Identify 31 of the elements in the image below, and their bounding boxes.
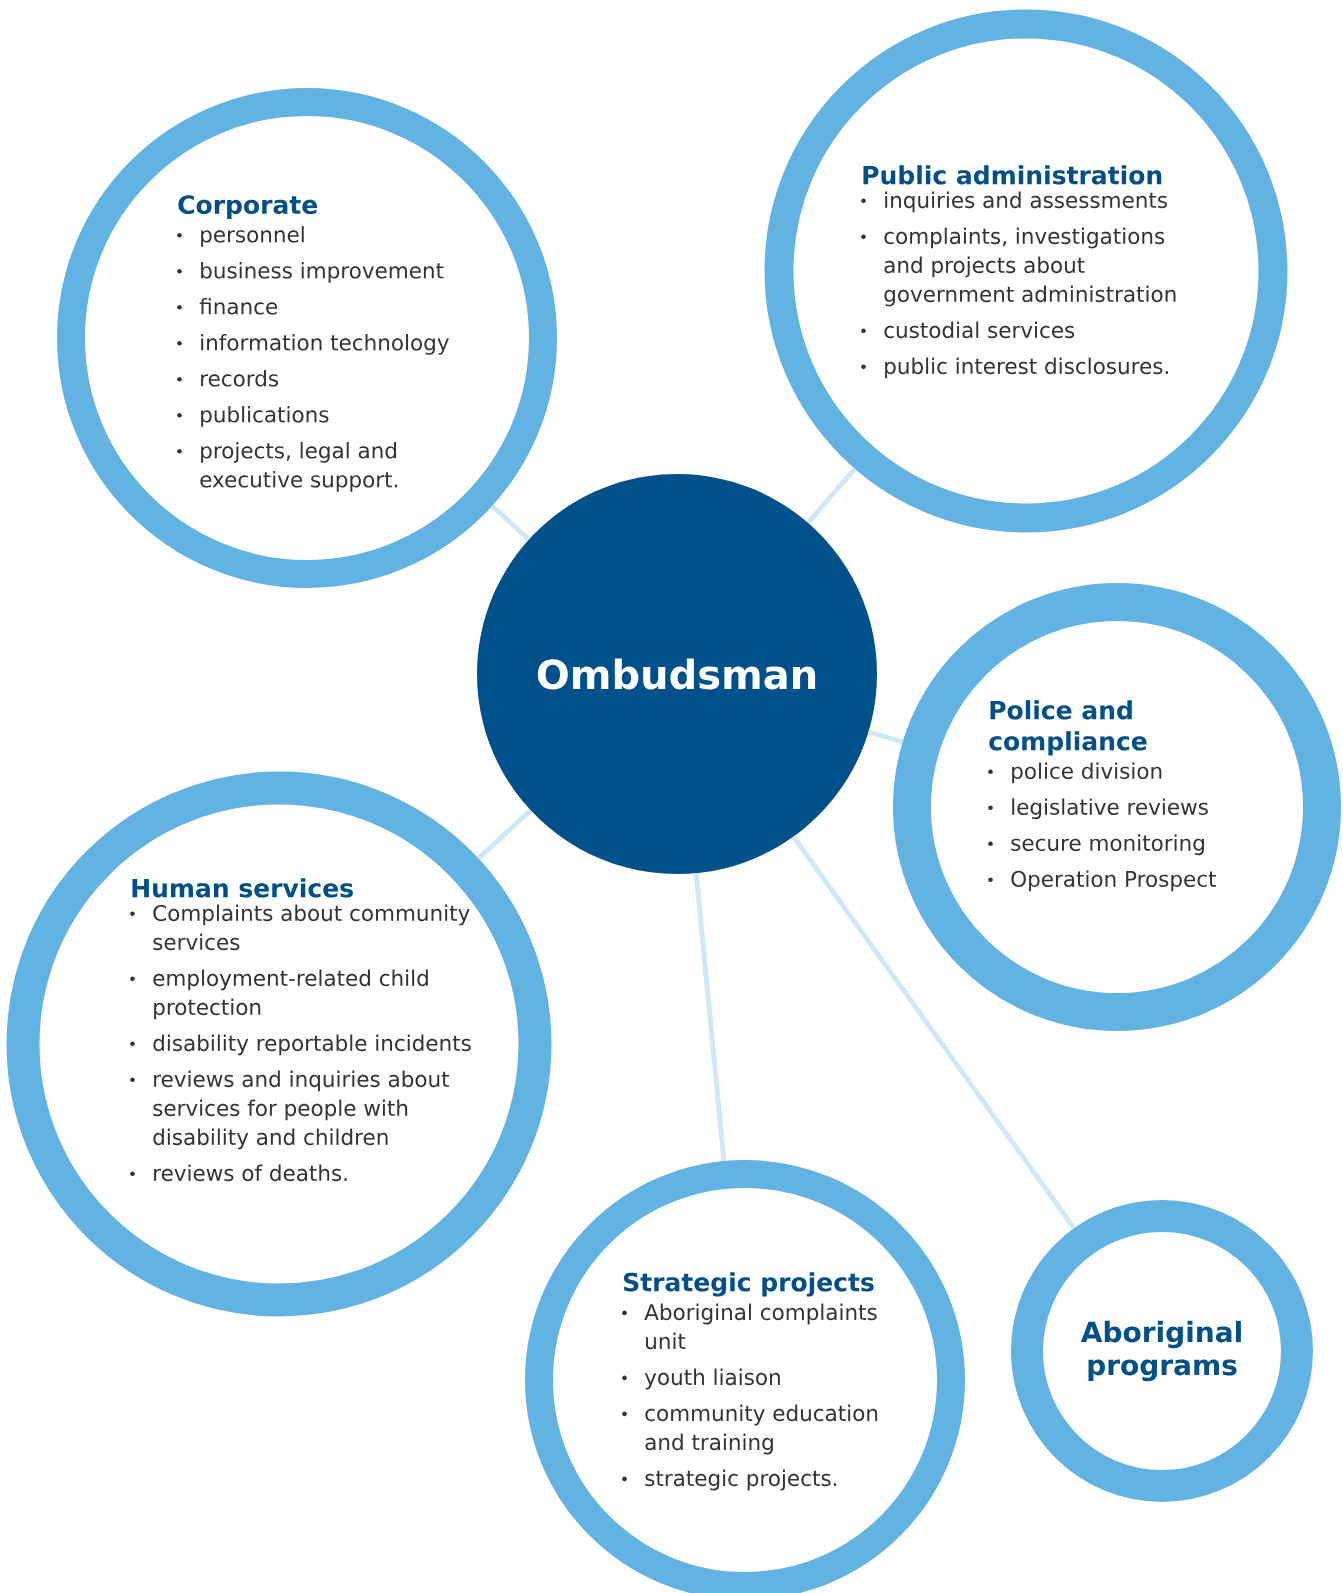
list-item: youth liaison <box>622 1368 780 1390</box>
list-item: reviews of deaths. <box>130 1164 347 1182</box>
list-item: disability reportable incidents <box>130 1034 471 1056</box>
connector-line <box>476 808 533 861</box>
list-item: strategic projects. <box>622 1469 837 1491</box>
list-item: legislative reviews <box>988 798 1208 820</box>
circle-heading: Strategic projects <box>624 1272 874 1297</box>
circle-heading: Human services <box>132 878 353 898</box>
list-item: finance <box>177 297 278 315</box>
list-item: secure monitoring <box>988 834 1204 856</box>
connector-line <box>791 835 1077 1230</box>
list-item: custodial services <box>861 321 1075 339</box>
hub-title: Ombudsman <box>537 658 816 690</box>
list-item: records <box>177 369 279 387</box>
list-item: information technology <box>177 333 449 355</box>
list-item: inquiries and assessments <box>861 191 1167 213</box>
list-item: police division <box>988 762 1162 784</box>
connector-line <box>693 873 727 1162</box>
circle-heading: Police and compliance <box>989 700 1147 756</box>
list-item: public interest disclosures. <box>861 357 1168 379</box>
circle-heading: Corporate <box>178 195 317 219</box>
circle-heading: Public administration <box>863 165 1162 185</box>
connector-line <box>490 504 531 542</box>
circle-heading: Aboriginal programs <box>1080 1320 1241 1382</box>
connector-line <box>867 729 904 745</box>
list-item: publications <box>177 405 329 427</box>
list-item: personnel <box>177 225 304 247</box>
list-item: Operation Prospect <box>988 870 1216 892</box>
list-item: business improvement <box>177 261 444 283</box>
connector-line <box>806 467 857 525</box>
list-item: projects, legal and executive support. <box>177 441 398 492</box>
